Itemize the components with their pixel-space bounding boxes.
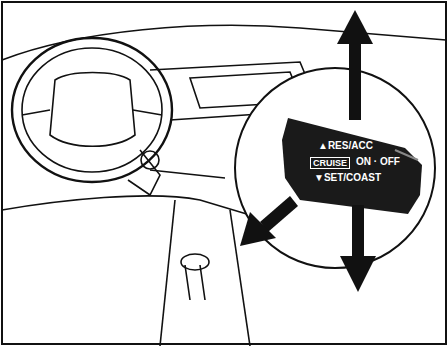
- leader-line: [150, 170, 225, 178]
- arrow-head: [240, 212, 276, 246]
- arrow-shaft: [349, 40, 361, 120]
- airbag-pad: [50, 73, 135, 147]
- dash-edge: [2, 196, 250, 215]
- lever-label: ON · OFF: [356, 156, 400, 168]
- motion-arrows: [240, 10, 376, 292]
- steering-wheel-inner: [22, 48, 162, 172]
- lever-label: ▲RES/ACC: [318, 140, 373, 152]
- windshield-line: [2, 25, 446, 60]
- wheel-spoke: [22, 110, 162, 115]
- inset-circle: [235, 68, 435, 268]
- arrow-shaft: [260, 196, 298, 232]
- arrow-head: [340, 256, 376, 292]
- lever-label: ▼SET/COAST: [314, 172, 381, 184]
- steering-column: [128, 150, 160, 195]
- gear-knob: [181, 254, 209, 270]
- ignition: [141, 151, 159, 169]
- frame: [2, 2, 446, 344]
- cruise-lever: [282, 118, 422, 214]
- arrow-shaft: [352, 205, 364, 260]
- console-line: [160, 200, 175, 346]
- lever-label: CRUISE: [310, 157, 350, 169]
- arrow-head: [337, 10, 373, 44]
